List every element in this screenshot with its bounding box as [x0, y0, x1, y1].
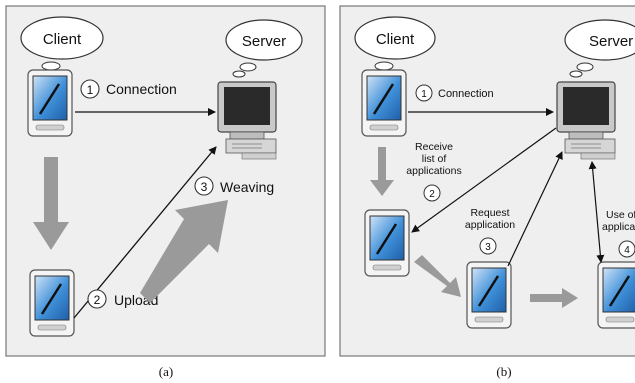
caption-a: (a) — [159, 364, 173, 379]
step3-number: 3 — [201, 180, 208, 194]
step3-label: Weaving — [220, 179, 274, 195]
b-step4-line1: Use of — [606, 209, 635, 221]
b-step3-line1: Request — [470, 207, 509, 219]
client-label-b: Client — [376, 31, 415, 48]
panel-a: Client Server 1 Connection 2 Upload 3 We… — [5, 5, 326, 379]
b-step2-line3: applications — [406, 165, 461, 177]
request-application-arrow — [507, 151, 563, 267]
b-step1-circle — [415, 84, 433, 102]
server-thought-bubble-icon-b — [564, 19, 635, 78]
server-computer-icon-b — [556, 81, 616, 160]
client-pda-use-icon — [596, 260, 635, 330]
step1-number: 1 — [87, 83, 94, 97]
server-label: Server — [242, 33, 286, 50]
panel-b: Client Server 1 Connection Receive list … — [339, 5, 635, 379]
b-step2-circle — [423, 184, 441, 202]
step2-number: 2 — [94, 293, 101, 307]
client-pda-request-icon — [465, 260, 513, 330]
step1-circle — [80, 79, 100, 99]
client-pda-receive-icon — [363, 208, 411, 278]
big-down-arrow — [33, 157, 69, 250]
client-label: Client — [43, 31, 82, 48]
b-step4-number: 4 — [624, 245, 630, 256]
step1-label: Connection — [106, 81, 177, 97]
b-down-arrow — [370, 147, 394, 196]
caption-b: (b) — [496, 364, 511, 379]
b-step4-line2: application — [602, 221, 635, 233]
receive-list-arrow — [411, 127, 557, 233]
client-pda-upload-icon — [28, 268, 76, 338]
b-step3-line2: application — [465, 219, 515, 231]
client-pda-icon — [26, 68, 74, 138]
use-application-arrow — [588, 161, 605, 263]
server-thought-bubble-icon — [225, 19, 303, 78]
b-step1-label: Connection — [438, 88, 494, 100]
big-diagonal-arrow — [140, 200, 228, 303]
b-step2-line1: Receive — [415, 141, 453, 153]
b-step4-circle — [618, 240, 635, 258]
b-step2-number: 2 — [429, 189, 435, 200]
b-right-arrow — [530, 288, 578, 308]
b-step2-line2: list of — [422, 153, 447, 165]
b-step3-circle — [479, 237, 497, 255]
b-diagonal-arrow — [414, 255, 461, 297]
client-pda-icon-b — [360, 68, 408, 138]
server-label-b: Server — [589, 33, 633, 50]
step2-circle — [87, 289, 107, 309]
b-step3-number: 3 — [485, 242, 491, 253]
step3-circle — [194, 176, 214, 196]
b-step1-number: 1 — [421, 89, 427, 100]
server-computer-icon — [217, 81, 277, 160]
